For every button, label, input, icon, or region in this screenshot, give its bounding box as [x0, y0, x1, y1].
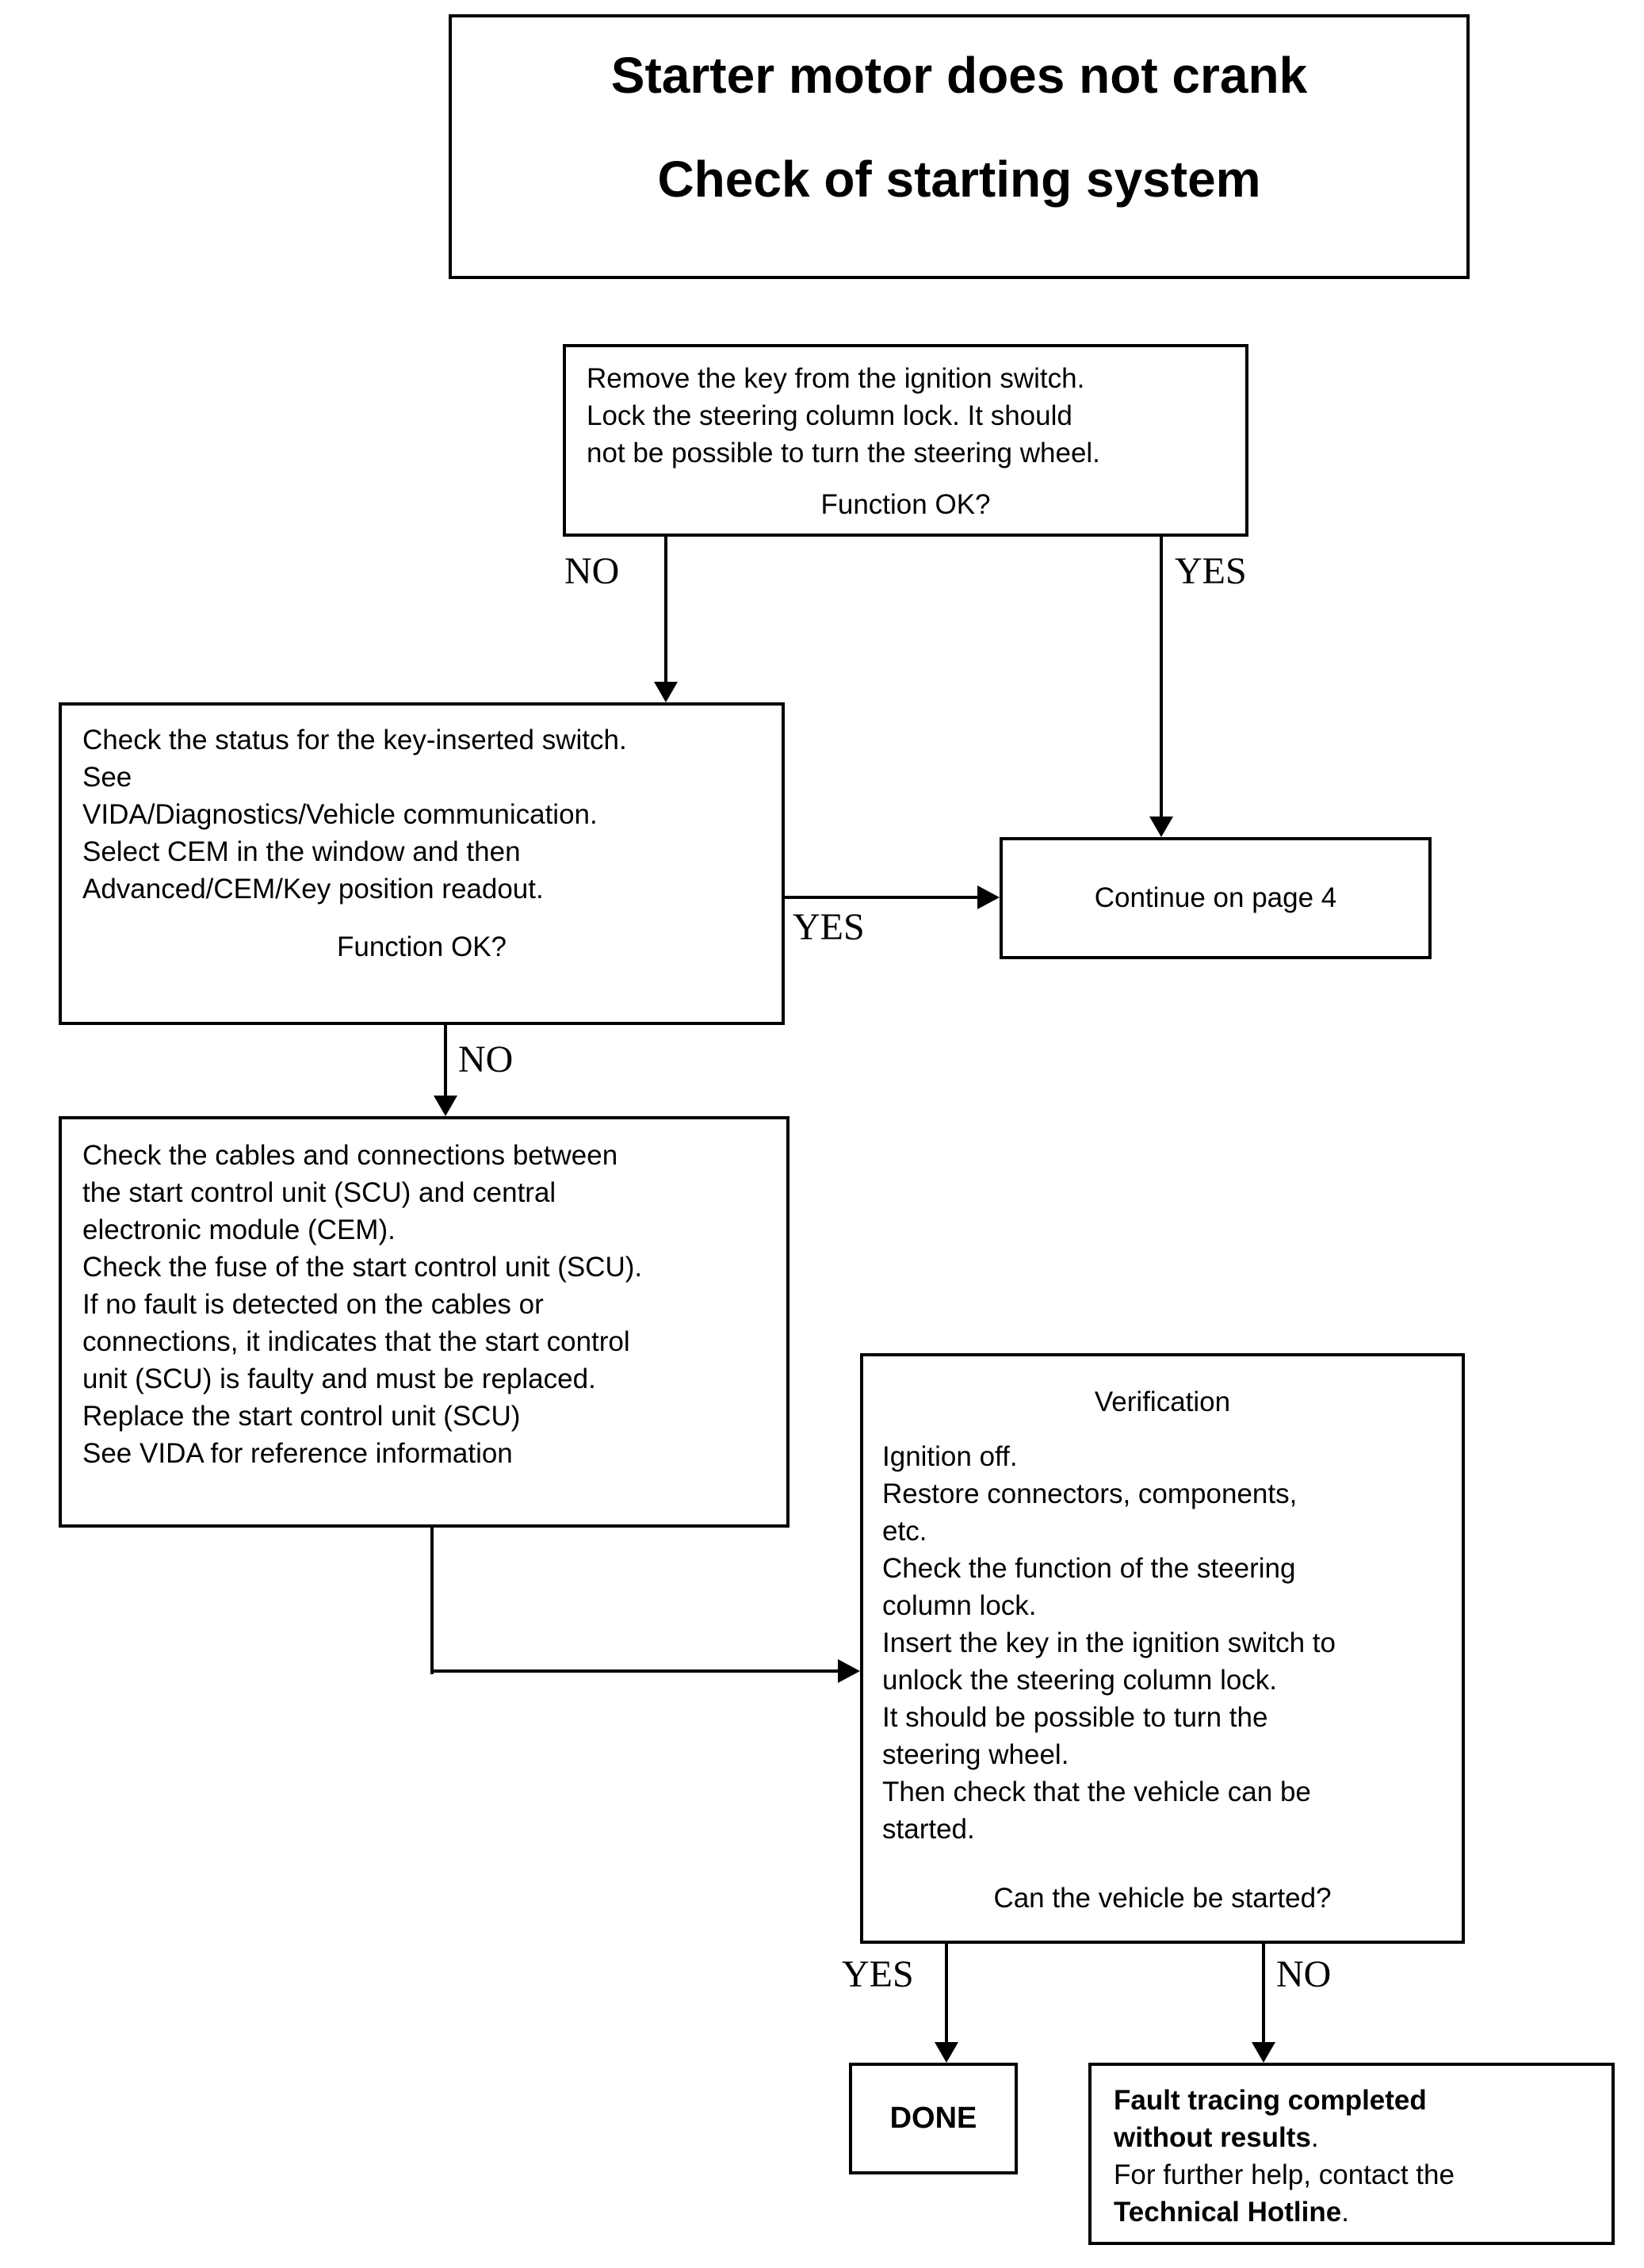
edge-label-yes: YES: [793, 906, 865, 948]
node-continue-page-4: Continue on page 4: [1000, 837, 1432, 959]
fault-regular-text: .: [1310, 2122, 1319, 2153]
node-text-line: Check the cables and connections between: [82, 1140, 618, 1171]
connector-line: [785, 896, 979, 899]
node-text-line: Check the fuse of the start control unit…: [82, 1252, 643, 1283]
node-scu-cables-check: Check the cables and connections between…: [59, 1116, 790, 1528]
node-text-line: Then check that the vehicle can be: [882, 1777, 1311, 1807]
title-line-1: Starter motor does not crank: [610, 47, 1308, 104]
fault-bold-text: without results: [1114, 2122, 1311, 2153]
node-question: Can the vehicle be started?: [993, 1883, 1332, 1914]
node-text-line: Restore connectors, components,: [882, 1478, 1298, 1509]
node-text-line: column lock.: [882, 1590, 1037, 1621]
node-text-line: unit (SCU) is faulty and must be replace…: [82, 1363, 596, 1394]
connector-line: [1262, 1944, 1265, 2044]
node-text-line: Replace the start control unit (SCU): [82, 1401, 521, 1432]
arrowhead-down-icon: [1252, 2042, 1275, 2063]
arrowhead-right-icon: [838, 1659, 860, 1683]
node-text-line: the start control unit (SCU) and central: [82, 1177, 556, 1208]
fault-bold-text: Fault tracing completed: [1114, 2085, 1427, 2116]
node-text-line: Advanced/CEM/Key position readout.: [82, 874, 544, 905]
arrowhead-down-icon: [1149, 817, 1173, 837]
verification-heading: Verification: [1094, 1386, 1231, 1417]
connector-line: [945, 1944, 948, 2044]
arrowhead-right-icon: [977, 885, 1000, 909]
node-text-line: If no fault is detected on the cables or: [82, 1289, 544, 1320]
node-fault-tracing-completed: Fault tracing completed without results.…: [1088, 2063, 1615, 2245]
node-verification: Verification Ignition off. Restore conne…: [860, 1353, 1465, 1944]
node-text-line: It should be possible to turn the: [882, 1702, 1268, 1733]
connector-line: [430, 1669, 839, 1673]
node-text-line: Check the function of the steering: [882, 1553, 1296, 1584]
edge-label-no: NO: [1276, 1953, 1332, 1995]
node-text-line: etc.: [882, 1516, 927, 1547]
node-text-line: For further help, contact the: [1114, 2156, 1589, 2193]
edge-label-no: NO: [458, 1038, 514, 1080]
node-text-line: steering wheel.: [882, 1739, 1069, 1770]
node-text-line: See VIDA for reference information: [82, 1438, 513, 1469]
node-text-line: Select CEM in the window and then: [82, 836, 521, 867]
title-box: Starter motor does not crank Check of st…: [449, 14, 1470, 279]
connector-line: [430, 1528, 434, 1674]
node-text-line: unlock the steering column lock.: [882, 1665, 1278, 1696]
connector-line: [444, 1025, 447, 1096]
arrowhead-down-icon: [434, 1096, 457, 1116]
node-text-line: started.: [882, 1814, 975, 1845]
node-question: Function OK?: [337, 931, 507, 962]
arrowhead-down-icon: [654, 682, 678, 702]
connector-line: [1160, 537, 1163, 820]
edge-label-yes: YES: [842, 1953, 914, 1995]
node-steering-lock-check: Remove the key from the ignition switch.…: [563, 344, 1248, 537]
node-text-line: Remove the key from the ignition switch.: [587, 363, 1085, 394]
node-text-line: Continue on page 4: [1094, 882, 1337, 913]
node-text-line: electronic module (CEM).: [82, 1214, 396, 1245]
fault-bold-text: Technical Hotline: [1114, 2197, 1342, 2228]
node-text-line: Fault tracing completed: [1114, 2082, 1589, 2119]
fault-regular-text: For further help, contact the: [1114, 2159, 1455, 2190]
node-done: DONE: [849, 2063, 1018, 2174]
node-question: Function OK?: [820, 489, 991, 520]
arrowhead-down-icon: [935, 2042, 958, 2063]
title-line-2: Check of starting system: [657, 151, 1261, 208]
node-text-line: DONE: [889, 2102, 977, 2135]
connector-line: [664, 537, 667, 685]
node-text-line: Insert the key in the ignition switch to: [882, 1627, 1336, 1658]
node-text-line: VIDA/Diagnostics/Vehicle communication.: [82, 799, 598, 830]
node-text-line: connections, it indicates that the start…: [82, 1326, 630, 1357]
node-text-line: See: [82, 762, 132, 793]
node-text-line: without results.: [1114, 2119, 1589, 2156]
node-text-line: not be possible to turn the steering whe…: [587, 438, 1100, 469]
fault-regular-text: .: [1341, 2197, 1349, 2228]
edge-label-no: NO: [564, 550, 620, 592]
node-text-line: Ignition off.: [882, 1441, 1018, 1472]
node-text-line: Technical Hotline.: [1114, 2193, 1589, 2231]
node-text-line: Check the status for the key-inserted sw…: [82, 725, 627, 755]
node-key-switch-check: Check the status for the key-inserted sw…: [59, 702, 785, 1025]
node-text-line: Lock the steering column lock. It should: [587, 400, 1072, 431]
edge-label-yes: YES: [1175, 550, 1247, 592]
